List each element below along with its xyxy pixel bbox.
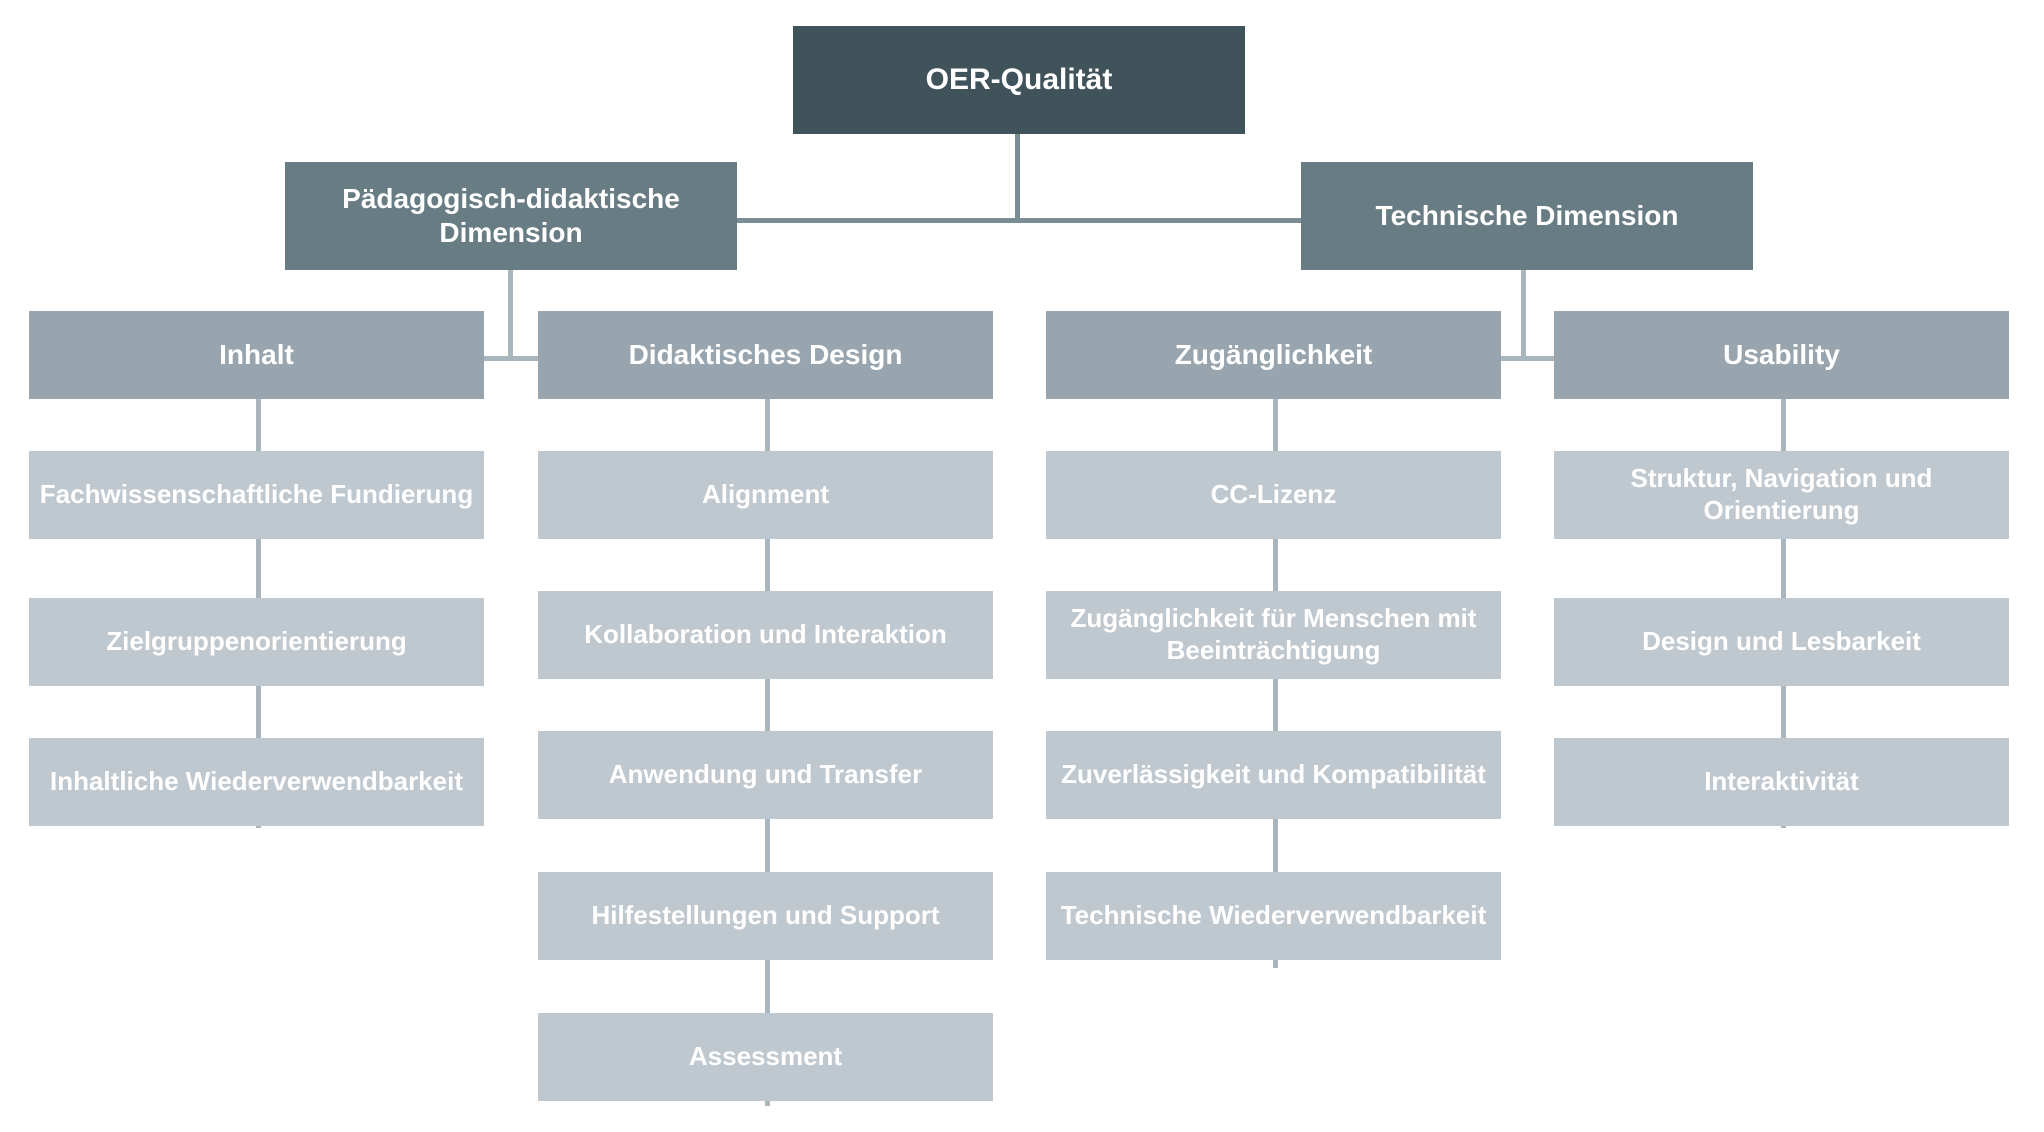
node-category-inhalt[interactable]: Inhalt: [29, 311, 484, 399]
connector-left-dimension-stem: [508, 268, 513, 360]
node-label: Zielgruppenorientierung: [106, 626, 407, 657]
node-label: Pädagogisch-didaktische Dimension: [342, 182, 680, 248]
node-label: OER-Qualität: [925, 62, 1113, 96]
node-label: Technische Dimension: [1375, 199, 1679, 231]
node-label: Zugänglichkeit: [1174, 338, 1373, 370]
connector-column-zugaenglichkeit: [1273, 398, 1278, 968]
node-criterion-fachwissenschaftliche-fundierung[interactable]: Fachwissenschaftliche Fundierung: [29, 451, 484, 539]
node-criterion-cc-lizenz[interactable]: CC-Lizenz: [1046, 451, 1501, 539]
node-label: Hilfestellungen und Support: [591, 900, 940, 931]
node-criterion-interaktivitaet[interactable]: Interaktivität: [1554, 738, 2009, 826]
node-dimension-paedagogisch-didaktisch[interactable]: Pädagogisch-didaktische Dimension: [285, 162, 737, 270]
node-criterion-hilfestellungen-und-support[interactable]: Hilfestellungen und Support: [538, 872, 993, 960]
connector-root-stem: [1015, 133, 1020, 221]
node-label: Didaktisches Design: [628, 338, 903, 370]
connector-left-category-bar: [481, 356, 541, 361]
node-label: Fachwissenschaftliche Fundierung: [39, 479, 474, 510]
node-label: Design und Lesbarkeit: [1642, 626, 1921, 657]
node-label: Technische Wiederverwendbarkeit: [1060, 900, 1487, 931]
node-label: Inhaltliche Wiederverwendbarkeit: [49, 766, 463, 797]
node-category-zugaenglichkeit[interactable]: Zugänglichkeit: [1046, 311, 1501, 399]
node-label: CC-Lizenz: [1210, 479, 1337, 510]
node-label: Zuverlässigkeit und Kompatibilität: [1061, 759, 1486, 790]
node-criterion-inhaltliche-wiederverwendbarkeit[interactable]: Inhaltliche Wiederverwendbarkeit: [29, 738, 484, 826]
node-criterion-zielgruppenorientierung[interactable]: Zielgruppenorientierung: [29, 598, 484, 686]
node-criterion-alignment[interactable]: Alignment: [538, 451, 993, 539]
connector-right-category-bar: [1493, 356, 1555, 361]
node-label: Struktur, Navigation und Orientierung: [1630, 463, 1933, 525]
node-label: Inhalt: [219, 338, 294, 370]
node-criterion-zugaenglichkeit-beeintraechtigung[interactable]: Zugänglichkeit für Menschen mit Beeinträ…: [1046, 591, 1501, 679]
node-criterion-technische-wiederverwendbarkeit[interactable]: Technische Wiederverwendbarkeit: [1046, 872, 1501, 960]
node-category-usability[interactable]: Usability: [1554, 311, 2009, 399]
node-criterion-zuverlaessigkeit-und-kompatibilitaet[interactable]: Zuverlässigkeit und Kompatibilität: [1046, 731, 1501, 819]
node-label: Zugänglichkeit für Menschen mit Beeinträ…: [1070, 603, 1477, 665]
node-dimension-technisch[interactable]: Technische Dimension: [1301, 162, 1753, 270]
node-root-oer-qualitaet[interactable]: OER-Qualität: [793, 26, 1245, 134]
node-criterion-anwendung-und-transfer[interactable]: Anwendung und Transfer: [538, 731, 993, 819]
node-label: Alignment: [701, 479, 830, 510]
node-category-didaktisches-design[interactable]: Didaktisches Design: [538, 311, 993, 399]
node-criterion-kollaboration-und-interaktion[interactable]: Kollaboration und Interaktion: [538, 591, 993, 679]
node-label: Kollaboration und Interaktion: [584, 619, 947, 650]
node-criterion-design-und-lesbarkeit[interactable]: Design und Lesbarkeit: [1554, 598, 2009, 686]
node-label: Anwendung und Transfer: [608, 759, 923, 790]
node-label: Usability: [1723, 338, 1840, 370]
node-criterion-assessment[interactable]: Assessment: [538, 1013, 993, 1101]
connector-dimension-bar: [735, 218, 1305, 223]
connector-right-dimension-stem: [1521, 268, 1526, 360]
node-label: Interaktivität: [1704, 766, 1859, 797]
node-criterion-struktur-navigation-orientierung[interactable]: Struktur, Navigation und Orientierung: [1554, 451, 2009, 539]
node-label: Assessment: [688, 1041, 843, 1072]
